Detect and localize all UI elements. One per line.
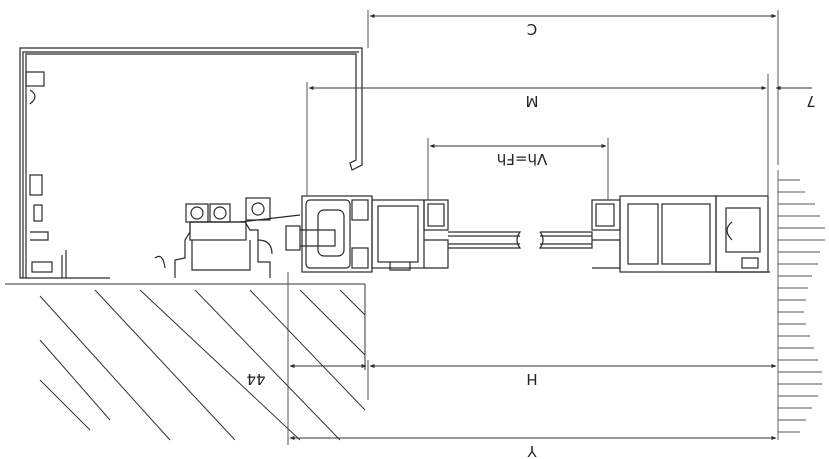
right-frame-profile (619, 195, 770, 273)
right-wall-hatching (777, 170, 825, 440)
wall-hatching (5, 283, 366, 441)
dim-label-h: H (526, 370, 537, 388)
dim-label-y: Y (527, 442, 538, 459)
dim-label-m: M (526, 92, 539, 110)
dim-label-vh-fh: Vh=Fh (497, 150, 547, 168)
glazing-unit (423, 199, 621, 269)
extension-lines (287, 10, 779, 445)
dimension-lines (289, 14, 812, 440)
dim-label-44: 44 (246, 370, 265, 388)
dim-label-c: C (527, 20, 537, 38)
sill-cover-profile (19, 47, 363, 279)
left-frame-profile (301, 195, 425, 273)
mounting-bracket (174, 197, 336, 278)
dim-label-7: 7 (806, 92, 816, 110)
